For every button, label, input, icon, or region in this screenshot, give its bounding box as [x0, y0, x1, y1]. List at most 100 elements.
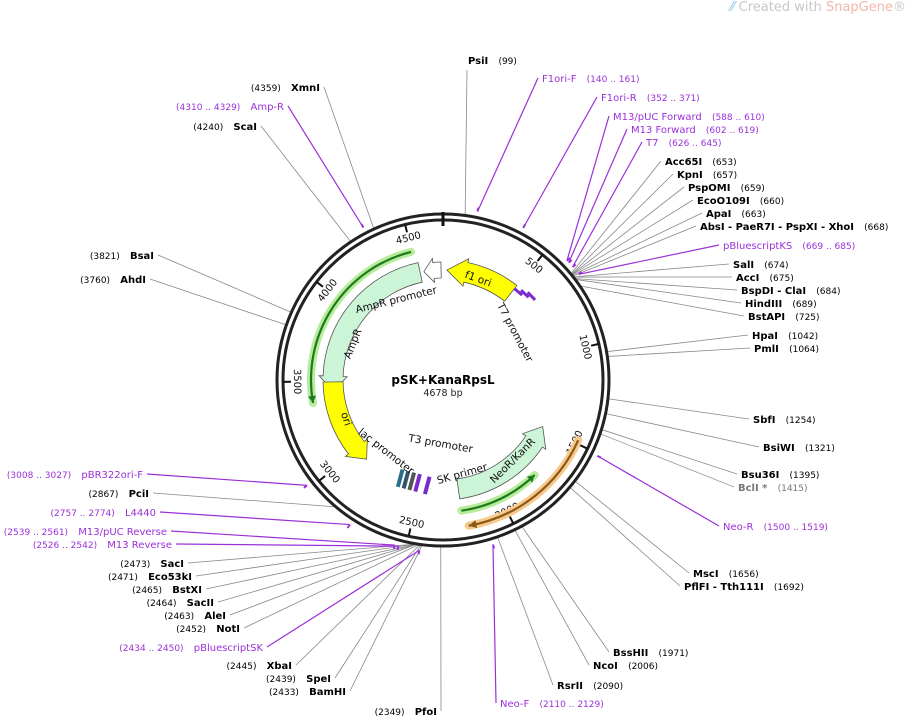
enzyme-site-psii[interactable]: PsiI (99): [468, 49, 517, 68]
feature-ori[interactable]: [322, 381, 368, 460]
primer-binding-mark: [522, 223, 527, 229]
primer-f1ori-r[interactable]: F1ori-R (352 .. 371): [601, 86, 700, 105]
enzyme-site-acc65i[interactable]: Acc65I (653): [665, 150, 737, 169]
site-position: (2433): [269, 688, 299, 698]
ruler-tick: [590, 342, 600, 347]
primer-pbr322ori-f[interactable]: (3008 .. 3027) pBR322ori-F: [7, 463, 143, 482]
enzyme-site-ahdi[interactable]: (3760) AhdI: [80, 268, 146, 287]
site-position: (3821): [90, 252, 120, 262]
label-gap: [750, 189, 760, 208]
primer-pbluescriptks[interactable]: pBluescriptKS (669 .. 685): [723, 234, 855, 253]
label-gap: [795, 436, 805, 455]
enzyme-site-sacii[interactable]: (2464) SacII: [147, 591, 214, 610]
label-gap: [223, 115, 233, 134]
primer-m13-forward[interactable]: M13 Forward (602 .. 619): [631, 118, 759, 137]
enzyme-site-eco53ki[interactable]: (2471) Eco53kI: [108, 565, 192, 584]
site-name: AbsI - PaeR7I - PspXI - XhoI: [700, 222, 854, 233]
enzyme-site-hpai[interactable]: HpaI (1042): [752, 324, 818, 343]
enzyme-site-absi-paer7i-pspxi-xhoi[interactable]: AbsI - PaeR7I - PspXI - XhoI (668): [700, 215, 888, 234]
site-name: M13/pUC Forward: [613, 112, 702, 123]
site-name: BspDI - ClaI: [741, 286, 806, 297]
site-name: SbfI: [753, 415, 775, 426]
site-position: (1395): [790, 471, 820, 481]
site-position: (2439): [266, 675, 296, 685]
enzyme-site-bsiwi[interactable]: BsiWI (1321): [763, 436, 835, 455]
enzyme-site-noti[interactable]: (2452) NotI: [176, 617, 240, 636]
label-gap: [120, 244, 130, 263]
feature-label-t7-promoter[interactable]: T7 promoter: [494, 300, 536, 365]
leader-line: [146, 473, 308, 486]
primer-t7[interactable]: T7 (626 .. 645): [645, 131, 721, 150]
leader-line: [572, 212, 703, 276]
enzyme-site-bsshii[interactable]: BssHII (1971): [613, 641, 688, 660]
enzyme-site-ncoi[interactable]: NcoI (2006): [593, 654, 658, 673]
kanar-region-arrow[interactable]: [468, 439, 580, 527]
primer-pbluescriptsk[interactable]: (2434 .. 2450) pBluescriptSK: [119, 636, 263, 655]
enzyme-site-bamhi[interactable]: (2433) BamHI: [269, 680, 346, 699]
enzyme-site-xmni[interactable]: (4359) XmnI: [251, 76, 320, 95]
enzyme-site-bspdi-clai[interactable]: BspDI - ClaI (684): [741, 279, 840, 298]
feature-label-ori[interactable]: ori: [338, 411, 354, 428]
enzyme-site-alei[interactable]: (2463) AleI: [164, 604, 226, 623]
enzyme-site-acci[interactable]: AccI (675): [736, 266, 794, 285]
leader-line: [581, 285, 745, 317]
primer-binding-mark: [417, 550, 421, 555]
enzyme-site-pspomi[interactable]: PspOMI (659): [688, 176, 765, 195]
primer-neo-r[interactable]: Neo-R (1500 .. 1519): [723, 515, 828, 534]
enzyme-site-sbfi[interactable]: SbfI (1254): [753, 408, 816, 427]
primer-neo-f[interactable]: Neo-F (2110 .. 2129): [500, 692, 604, 711]
feature-f1-ori[interactable]: [446, 257, 518, 302]
site-name: PfoI: [415, 707, 437, 718]
enzyme-site-rsrii[interactable]: RsrII (2090): [557, 674, 623, 693]
enzyme-site-ecoo109i[interactable]: EcoO109I (660): [697, 189, 784, 208]
site-name: Neo-F: [500, 699, 530, 710]
primer-f1ori-f[interactable]: F1ori-F (140 .. 161): [542, 67, 639, 86]
enzyme-site-sali[interactable]: SalI (674): [733, 253, 788, 272]
site-name: Amp-R: [251, 102, 285, 113]
site-name: AhdI: [120, 275, 146, 286]
ampr-orf-arrow[interactable]: [309, 250, 412, 404]
label-gap: [405, 700, 415, 719]
enzyme-site-bcli[interactable]: BclI * (1415): [738, 476, 808, 495]
site-position: (689): [792, 300, 816, 310]
enzyme-site-msci[interactable]: MscI (1656): [693, 562, 759, 581]
primer-m13-reverse[interactable]: (2526 .. 2542) M13 Reverse: [33, 533, 172, 552]
neor-orf-arrow[interactable]: [461, 474, 536, 512]
enzyme-site-spei[interactable]: (2439) SpeI: [266, 667, 331, 686]
enzyme-site-xbai[interactable]: (2445) XbaI: [227, 654, 292, 673]
primer-m13-puc-reverse[interactable]: (2539 .. 2561) M13/pUC Reverse: [4, 520, 167, 539]
leader-line: [566, 115, 610, 261]
enzyme-site-pcii[interactable]: (2867) PciI: [88, 482, 149, 501]
enzyme-site-pmli[interactable]: PmlI (1064): [754, 337, 819, 356]
label-gap: [281, 76, 291, 95]
plasmid-name: pSK+KanaRpsL: [391, 373, 495, 387]
ruler-tick: [318, 475, 326, 482]
primer-amp-r[interactable]: (4310 .. 4329) Amp-R: [176, 95, 284, 114]
enzyme-site-bsai[interactable]: (3821) BsaI: [90, 244, 154, 263]
backbone-ring: [275, 212, 611, 548]
enzyme-site-saci[interactable]: (2473) SacI: [120, 552, 184, 571]
enzyme-site-hindiii[interactable]: HindIII (689): [745, 292, 817, 311]
enzyme-site-bsu36i[interactable]: Bsu36I (1395): [741, 463, 819, 482]
leader-line: [572, 141, 643, 268]
enzyme-site-scai[interactable]: (4240) ScaI: [193, 115, 257, 134]
feature-neor-kanr[interactable]: [456, 425, 547, 500]
primer-m13-puc-forward[interactable]: M13/pUC Forward (588 .. 610): [613, 105, 765, 124]
enzyme-site-apai[interactable]: ApaI (663): [706, 202, 766, 221]
enzyme-site-bstapi[interactable]: BstAPI (725): [748, 305, 820, 324]
site-position: (2867): [88, 490, 118, 500]
site-position: (4310 .. 4329): [176, 103, 240, 113]
leader-line: [217, 544, 416, 603]
enzyme-site-bstxi[interactable]: (2465) BstXI: [132, 578, 202, 597]
site-name: Acc65I: [665, 157, 702, 168]
lac-t3-sk-mark: [422, 476, 432, 495]
site-name: HpaI: [752, 331, 778, 342]
site-position: (2539 .. 2561): [4, 528, 68, 538]
enzyme-site-kpni[interactable]: KpnI (657): [677, 163, 737, 182]
feature-ampr-promoter[interactable]: [423, 257, 442, 284]
enzyme-site-pfoi[interactable]: (2349) PfoI: [375, 700, 437, 719]
enzyme-site-pflfi-tth111i[interactable]: PflFI - Tth111I (1692): [684, 575, 804, 594]
leader-line: [521, 526, 610, 653]
primer-l4440[interactable]: (2757 .. 2774) L4440: [51, 501, 156, 520]
feature-label-t3-promoter[interactable]: T3 promoter: [406, 432, 474, 455]
